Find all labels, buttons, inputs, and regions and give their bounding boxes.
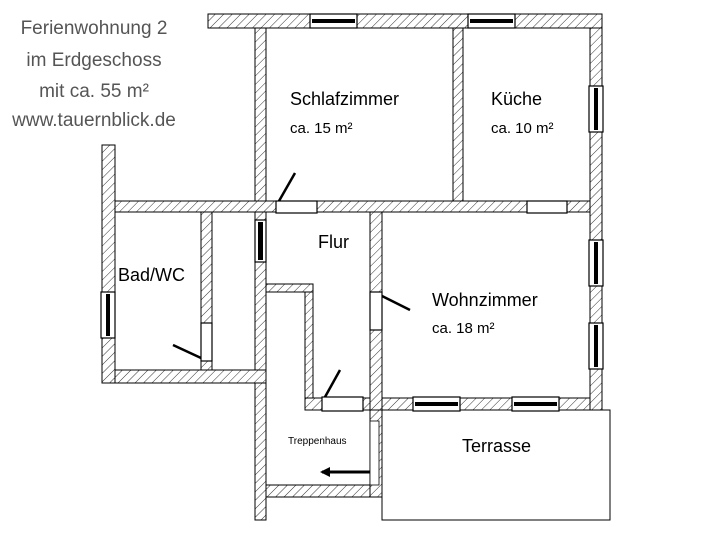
windows xyxy=(100,13,604,412)
window-kueche-top xyxy=(467,13,516,29)
room-treppenhaus-name: Treppenhaus xyxy=(288,436,347,447)
stair-arrow-icon xyxy=(320,467,370,477)
room-kueche-area: ca. 10 m² xyxy=(491,120,554,137)
door-wohnzimmer[interactable] xyxy=(369,291,411,331)
title-line-2: im Erdgeschoss xyxy=(26,50,161,71)
wall-bad-bottom xyxy=(114,369,267,384)
title-block: Ferienwohnung 2 im Erdgeschoss mit ca. 5… xyxy=(11,18,176,131)
door-bad[interactable] xyxy=(172,322,213,362)
door-flur-entry[interactable] xyxy=(254,219,267,263)
window-kueche-right xyxy=(588,85,604,133)
room-flur-name: Flur xyxy=(318,232,349,252)
wall-treppenhaus-bottom xyxy=(265,484,371,498)
room-schlafzimmer-area: ca. 15 m² xyxy=(290,120,353,137)
wall-inner-vertical xyxy=(304,291,314,399)
terrasse-outline xyxy=(381,409,611,521)
room-bad-name: Bad/WC xyxy=(118,265,185,285)
doors xyxy=(172,172,568,477)
title-line-1: Ferienwohnung 2 xyxy=(21,18,168,39)
door-treppenhaus[interactable] xyxy=(321,369,364,412)
title-line-4: www.tauernblick.de xyxy=(11,110,176,131)
window-wohnzimmer-bottom-2 xyxy=(511,396,560,412)
wall-schlafzimmer-left xyxy=(254,27,267,203)
wall-inner-top xyxy=(265,283,314,293)
room-terrasse-name: Terrasse xyxy=(462,436,531,456)
window-wohnzimmer-right-1 xyxy=(588,239,604,287)
window-bad xyxy=(100,291,116,339)
room-wohnzimmer-area: ca. 18 m² xyxy=(432,320,495,337)
title-line-3: mit ca. 55 m² xyxy=(39,81,149,102)
room-wohnzimmer-name: Wohnzimmer xyxy=(432,290,538,310)
wall-middle-horizontal xyxy=(114,200,591,213)
room-kueche-name: Küche xyxy=(491,89,542,109)
terrasse-door[interactable] xyxy=(369,420,380,486)
window-schlafzimmer xyxy=(309,13,358,29)
wall-schlafzimmer-kueche xyxy=(452,27,464,203)
window-wohnzimmer-bottom-1 xyxy=(412,396,461,412)
wall-top xyxy=(207,13,603,29)
door-schlafzimmer[interactable] xyxy=(275,172,318,214)
door-kueche[interactable] xyxy=(526,200,568,214)
wall-treppenhaus-left xyxy=(254,382,267,521)
wall-bad-left xyxy=(101,144,116,384)
room-schlafzimmer-name: Schlafzimmer xyxy=(290,89,399,109)
walls xyxy=(101,13,603,521)
window-wohnzimmer-right-2 xyxy=(588,322,604,370)
